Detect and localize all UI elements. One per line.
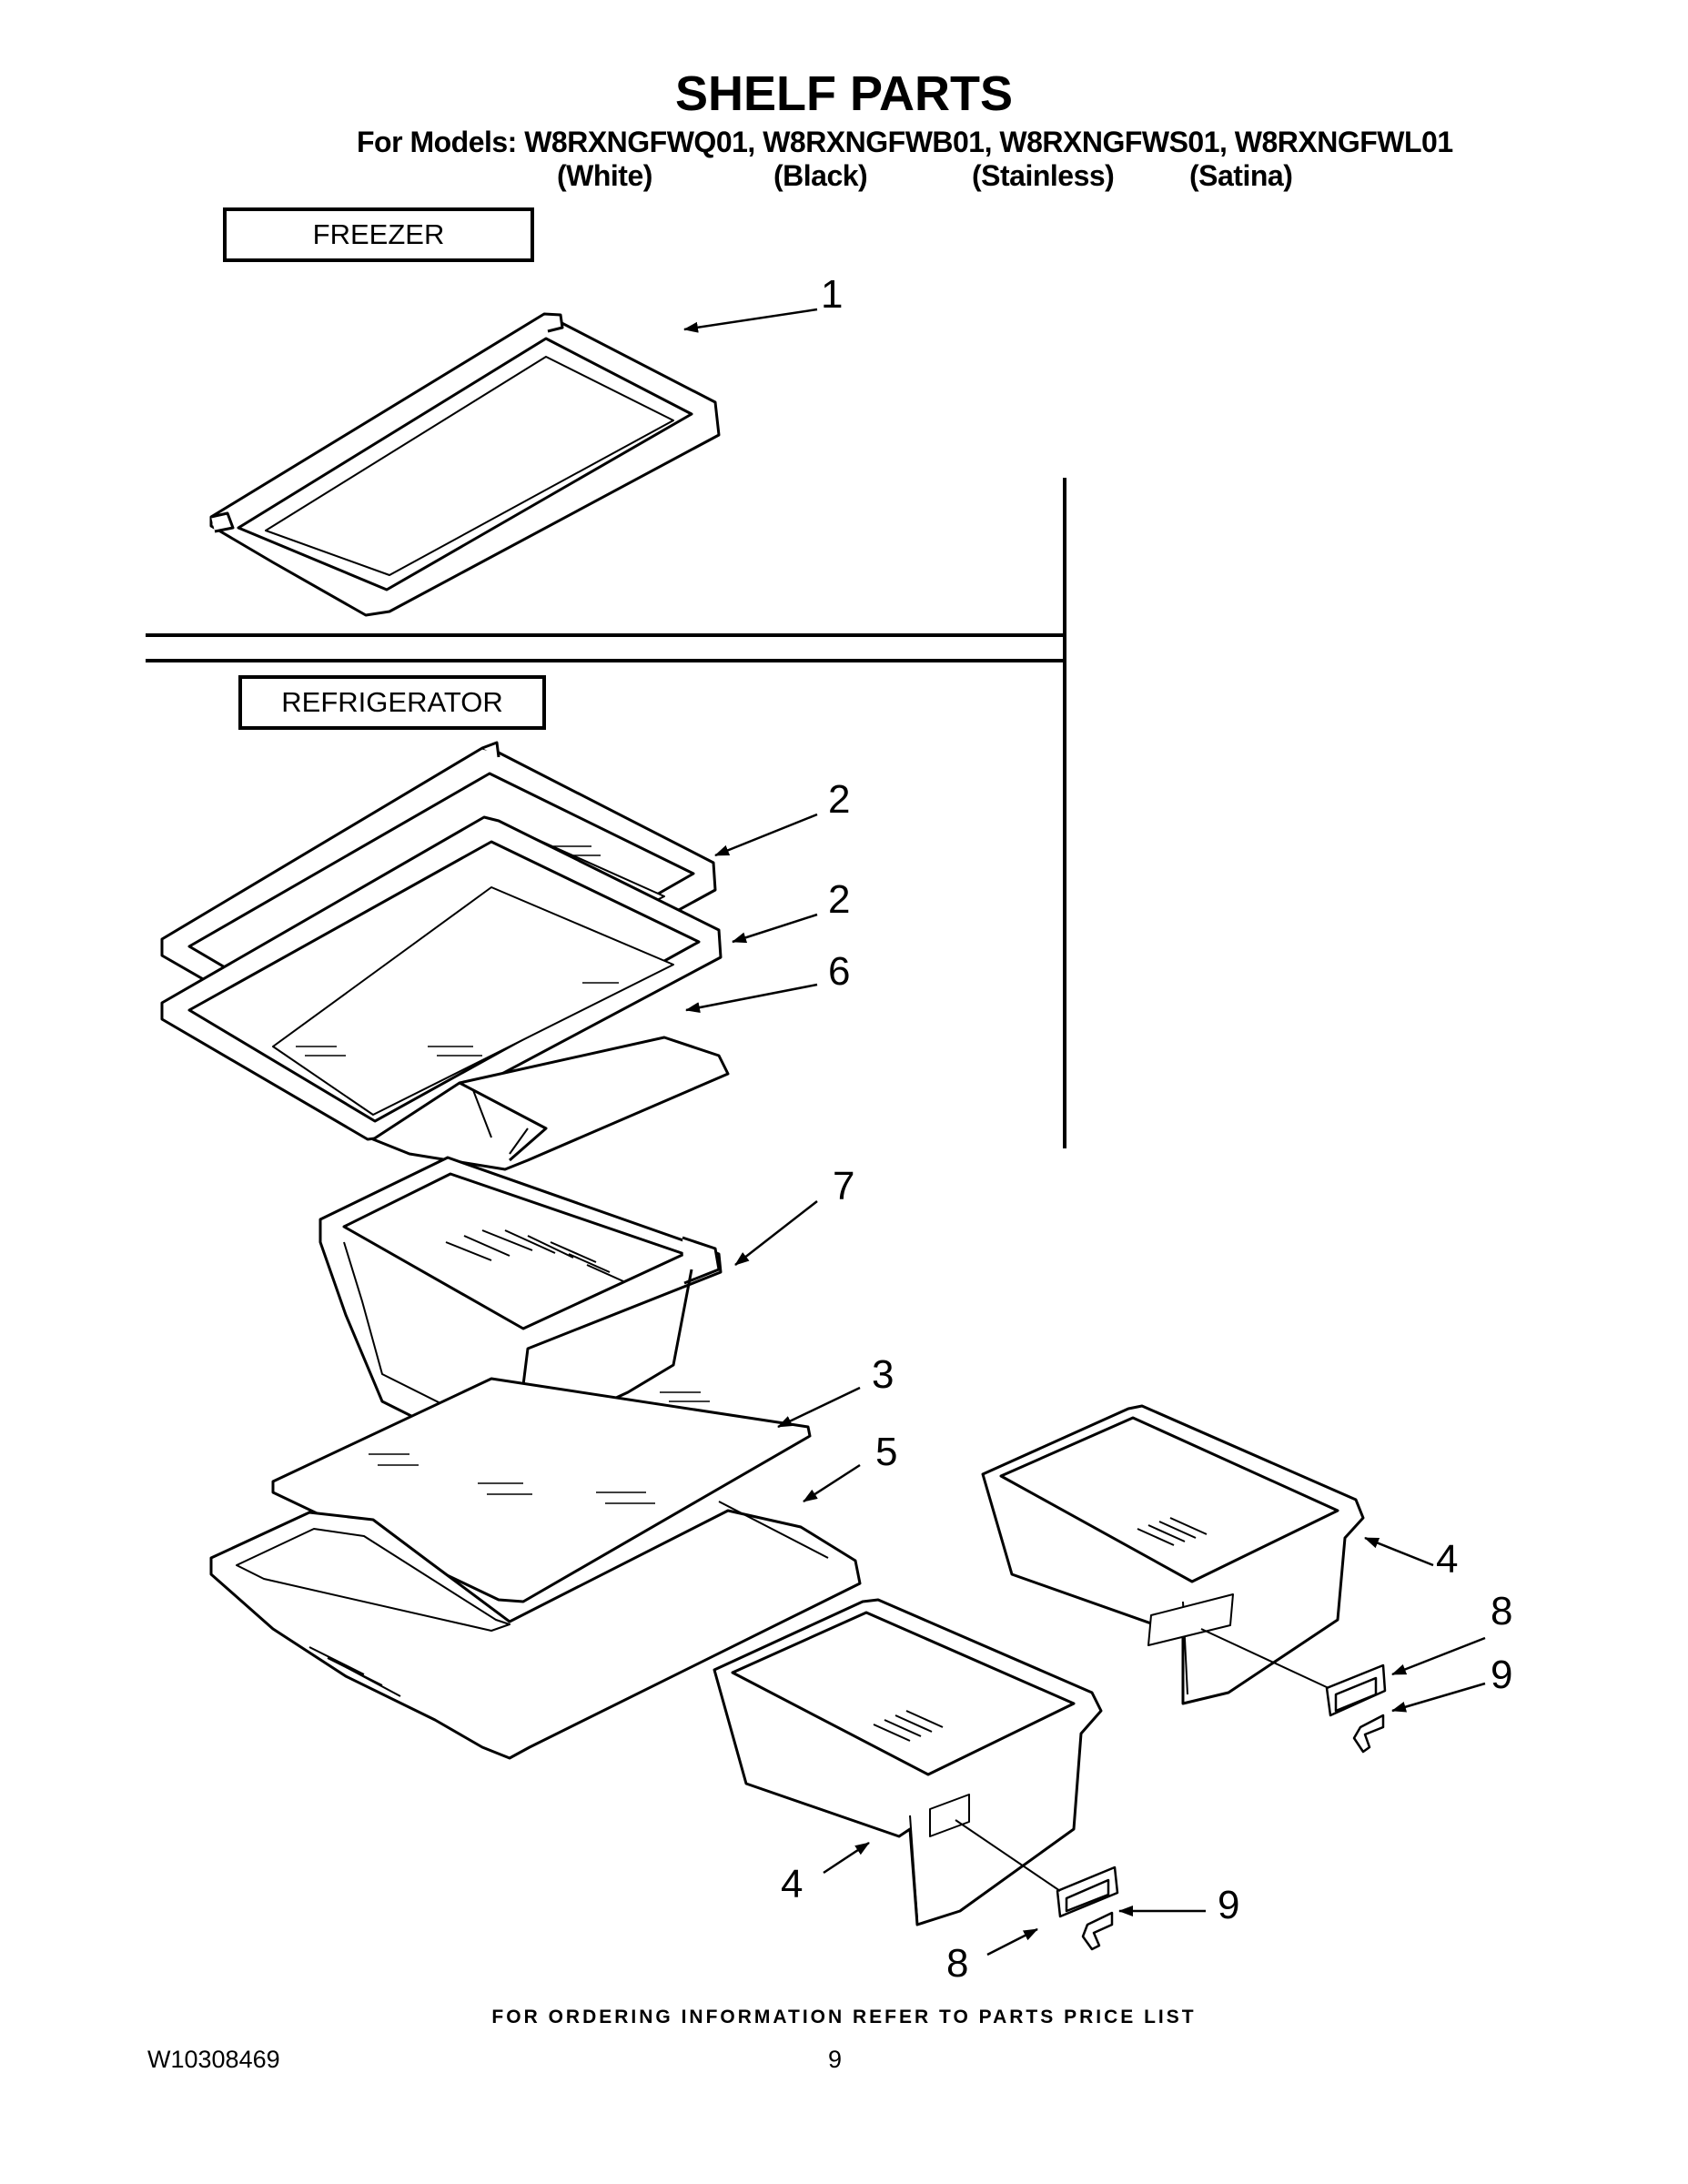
clip-leader-lines [955,1628,1329,1892]
callout-5: 5 [875,1430,897,1474]
callout-2-upper: 2 [828,777,850,822]
callout-2-lower: 2 [828,877,850,922]
part-freezer-shelf [209,312,721,617]
part-glass-shelf-lower [160,815,723,1141]
variant-satina: (Satina) [1189,159,1293,192]
ordering-note: FOR ORDERING INFORMATION REFER TO PARTS … [491,2007,1197,2027]
callout-arrows [683,308,1486,1956]
glass-highlights-lower [296,982,619,1057]
freezer-section-label: FREEZER [223,207,534,262]
variant-black: (Black) [773,159,868,192]
callout-9-right: 9 [1491,1653,1512,1697]
callout-8-right: 8 [1491,1589,1512,1633]
callout-4-right: 4 [1436,1537,1458,1582]
callout-9-lower: 9 [1218,1883,1239,1927]
crisper-vent-slots [445,1229,624,1282]
callout-1: 1 [821,272,843,317]
callout-3: 3 [872,1352,894,1397]
part-shelf-frame [371,1036,730,1171]
models-line: For Models: W8RXNGFWQ01, W8RXNGFWB01, W8… [357,126,1453,158]
document-number: W10308469 [147,2046,280,2073]
refrigerator-section-label: REFRIGERATOR [238,675,546,730]
part-crisper-drawer-right [981,1404,1365,1705]
part-crisper-drawer-lower [713,1598,1103,1926]
variant-white: (White) [557,159,652,192]
glass-panel-highlights [369,1391,710,1504]
page-title: SHELF PARTS [674,66,1013,121]
callout-8-lower: 8 [946,1941,968,1986]
part-crisper-cover-frame [209,1501,862,1760]
page-number: 9 [828,2046,843,2073]
callout-4-lower: 4 [781,1862,803,1906]
callout-6: 6 [828,949,850,994]
part-clips [1056,1663,1387,1951]
part-crisper-tray [318,1156,723,1458]
callout-7: 7 [833,1164,854,1208]
section-dividers [146,478,1066,1148]
variant-stainless: (Stainless) [972,159,1115,192]
